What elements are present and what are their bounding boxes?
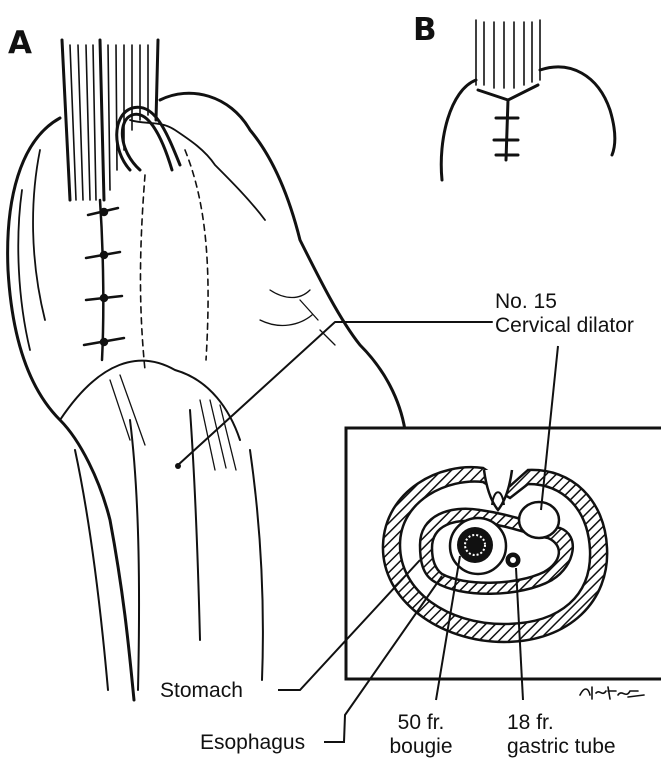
dilator-cross-section bbox=[519, 502, 559, 538]
esophagus-tube bbox=[62, 40, 158, 200]
cross-section-inset bbox=[346, 428, 661, 679]
label-tube-size: 18 fr. bbox=[507, 711, 554, 734]
panel-label-b: B bbox=[413, 12, 437, 48]
panel-label-a: A bbox=[8, 25, 32, 61]
label-stomach: Stomach bbox=[160, 679, 243, 702]
suture-line bbox=[84, 200, 124, 360]
label-bougie-size: 50 fr. bbox=[386, 711, 456, 734]
b-suture bbox=[478, 85, 538, 160]
dilator-loop bbox=[117, 107, 180, 170]
label-cervical-dilator: Cervical dilator bbox=[495, 314, 634, 337]
label-no15: No. 15 bbox=[495, 290, 557, 313]
label-esophagus: Esophagus bbox=[200, 731, 305, 754]
label-bougie: bougie bbox=[386, 735, 456, 758]
artist-signature bbox=[578, 683, 648, 703]
label-gastric-tube: gastric tube bbox=[507, 735, 616, 758]
panel-b-drawing bbox=[441, 20, 615, 180]
bougie-cross-section bbox=[457, 527, 493, 563]
